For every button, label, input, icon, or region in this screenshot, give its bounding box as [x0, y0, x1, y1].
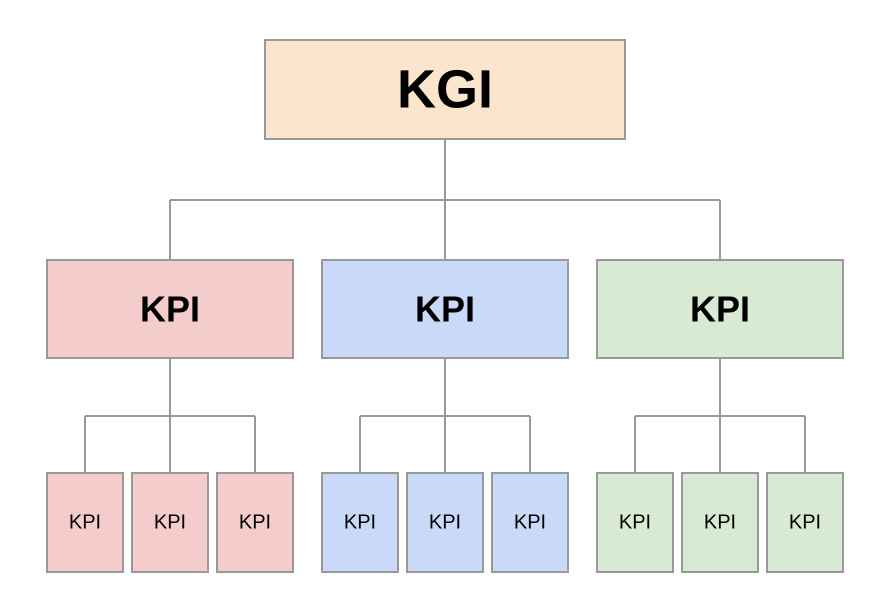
kpi-group-1-label: KPI: [140, 289, 200, 330]
kpi-group-2-label: KPI: [415, 289, 475, 330]
kpi-group-1-leaf-3-box: [216, 472, 294, 573]
kpi-group-2-leaf-2-label: KPI: [429, 512, 461, 534]
kpi-group-1-leaf-3-label: KPI: [239, 512, 271, 534]
kpi-group-1-leaf-1-box: [46, 472, 124, 573]
kpi-group-3-leaf-1-box: [596, 472, 674, 573]
diagram-nodes: KGI KPI KPI KPI KPI KPI KPI KPI KPI KPI KPI KPI KPI: [46, 39, 844, 573]
kpi-group-1-leaf-2-box: [131, 472, 209, 573]
kpi-group-3-label: KPI: [690, 289, 750, 330]
kpi-group-3-leaf-2-box: [681, 472, 759, 573]
kpi-group-2-leaf-1-label: KPI: [344, 512, 376, 534]
kpi-group-2-box: [321, 259, 569, 359]
root-node-kgi-label: KGI: [397, 60, 493, 120]
kpi-group-2-leaf-1-box: [321, 472, 399, 573]
kpi-group-1-box: [46, 259, 294, 359]
kpi-group-3-box: [596, 259, 844, 359]
kpi-group-1-leaf-2-label: KPI: [154, 512, 186, 534]
connector-lines: [84, 139, 806, 473]
kpi-group-2-leaf-3-label: KPI: [514, 512, 546, 534]
kpi-group-3-leaf-1-label: KPI: [619, 512, 651, 534]
kpi-group-2-leaf-2-box: [406, 472, 484, 573]
kpi-group-3-leaf-3-label: KPI: [789, 512, 821, 534]
kpi-group-3-leaf-3-box: [766, 472, 844, 573]
kpi-group-2-leaf-3-box: [491, 472, 569, 573]
kpi-group-3-leaf-2-label: KPI: [704, 512, 736, 534]
root-node-kgi-box: [264, 39, 626, 140]
kpi-group-1-leaf-1-label: KPI: [69, 512, 101, 534]
